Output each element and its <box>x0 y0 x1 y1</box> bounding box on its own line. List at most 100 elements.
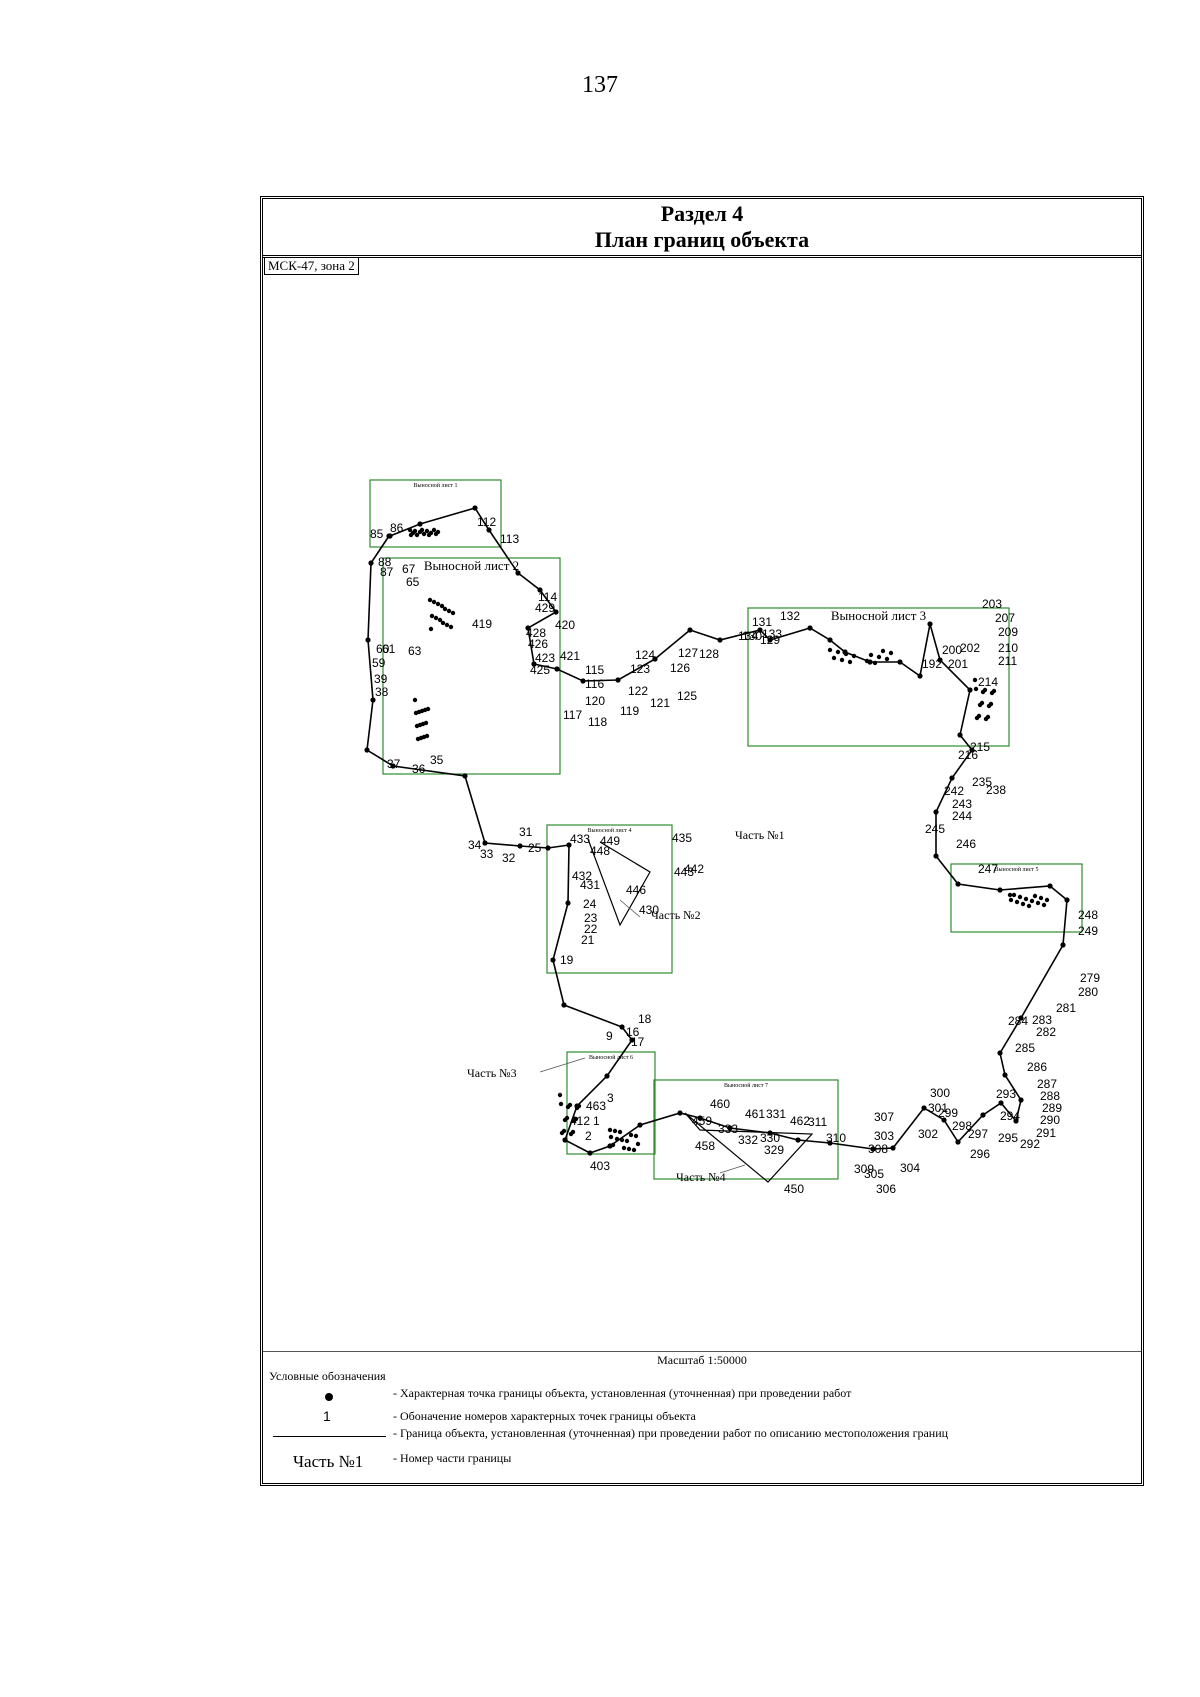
inset-frame <box>747 607 1010 747</box>
point-label: 203 <box>982 597 1002 611</box>
inset-label: Выносной лист 1 <box>414 482 458 489</box>
boundary-point <box>608 1134 614 1140</box>
boundary-point <box>1026 903 1032 909</box>
point-label: 207 <box>995 611 1015 625</box>
inset-label: Выносной лист 5 <box>995 866 1039 873</box>
point-label: 443 <box>674 865 694 879</box>
point-label: 88 <box>378 555 392 569</box>
boundary-point <box>933 853 939 859</box>
boundary-point <box>1014 899 1020 905</box>
point-label: 248 <box>1078 908 1098 922</box>
point-label: 280 <box>1078 985 1098 999</box>
boundary-point <box>1023 896 1029 902</box>
boundary-point <box>839 657 845 663</box>
point-label: 298 <box>952 1119 972 1133</box>
point-label: 412 <box>570 1114 590 1128</box>
point-label: 293 <box>996 1087 1016 1101</box>
boundary-point <box>617 1129 623 1135</box>
point-label: 118 <box>588 715 607 729</box>
boundary-point <box>868 652 874 658</box>
point-label: 431 <box>580 878 600 892</box>
point-label: 242 <box>944 784 964 798</box>
point-label: 202 <box>960 641 980 655</box>
boundary-point <box>864 658 870 664</box>
point-label: 125 <box>677 689 697 703</box>
point-label: 60 <box>376 642 390 656</box>
boundary-point <box>562 1137 568 1143</box>
boundary-point <box>537 587 543 593</box>
boundary-part-1 <box>366 507 1068 1154</box>
boundary-point <box>967 687 973 693</box>
part-label: Часть №4 <box>676 1170 726 1184</box>
boundary-point <box>843 651 849 657</box>
boundary-point <box>550 957 556 963</box>
point-label: 121 <box>650 696 670 710</box>
point-label: 3 <box>607 1091 614 1105</box>
boundary-point <box>619 1024 625 1030</box>
boundary-point <box>570 1129 576 1135</box>
boundary-point <box>1032 893 1038 899</box>
boundary-point <box>890 1145 896 1151</box>
point-label: 65 <box>406 575 420 589</box>
point-number-sample: 1 <box>323 1408 331 1424</box>
inset-frame <box>369 479 502 548</box>
boundary-point <box>807 625 813 631</box>
boundary-point <box>1044 897 1050 903</box>
boundary-point <box>921 1105 927 1111</box>
point-label: 113 <box>500 532 519 546</box>
boundary-point <box>876 654 882 660</box>
point-label: 460 <box>710 1097 730 1111</box>
point-label: 421 <box>560 649 580 663</box>
point-label: 304 <box>900 1161 920 1175</box>
boundary-points <box>364 505 1070 1156</box>
point-label: 235 <box>972 775 992 789</box>
boundary-point <box>439 603 445 609</box>
boundary-point <box>450 610 456 616</box>
boundary-line-symbol <box>273 1436 386 1437</box>
point-label: 442 <box>684 862 704 876</box>
boundary-point <box>604 1073 610 1079</box>
boundary-point <box>1007 892 1013 898</box>
legend-separator <box>263 1351 1141 1352</box>
boundary-point <box>677 1110 683 1116</box>
boundary-point <box>1020 901 1026 907</box>
section-header: Раздел 4 План границ объекта <box>263 199 1141 258</box>
boundary-point <box>624 1138 630 1144</box>
point-label: 209 <box>998 625 1018 639</box>
point-label: 296 <box>970 1147 990 1161</box>
point-label: 238 <box>986 783 1006 797</box>
point-label: 32 <box>502 851 516 865</box>
boundary-point <box>423 720 429 726</box>
point-label: 216 <box>958 748 978 762</box>
point-label: 247 <box>978 862 998 876</box>
point-label: 420 <box>555 618 575 632</box>
point-label: 131 <box>752 615 772 629</box>
point-label: 214 <box>978 675 998 689</box>
point-label: 124 <box>635 648 655 662</box>
boundary-point <box>831 655 837 661</box>
point-label: 87 <box>380 565 394 579</box>
boundary-point <box>364 747 370 753</box>
boundary-point <box>525 625 531 631</box>
boundary-point <box>417 529 423 535</box>
boundary-point <box>980 1112 986 1118</box>
boundary-point <box>917 673 923 679</box>
point-label: 446 <box>626 883 646 897</box>
point-label: 288 <box>1040 1089 1060 1103</box>
point-label: 302 <box>918 1127 938 1141</box>
boundary-point <box>517 843 523 849</box>
boundary-point <box>421 531 427 537</box>
boundary-point <box>717 637 723 643</box>
boundary-point <box>1047 883 1053 889</box>
point-label: 305 <box>864 1167 884 1181</box>
boundary-point <box>626 1146 632 1152</box>
boundary-point <box>429 613 435 619</box>
point-label: 210 <box>998 641 1018 655</box>
point-label: 246 <box>956 837 976 851</box>
boundary-point <box>387 533 393 539</box>
legend-item-point: - Характерная точка границы объекта, уст… <box>393 1386 852 1400</box>
inset-frame <box>382 557 561 775</box>
point-label: 115 <box>585 663 604 677</box>
boundary-part-4 <box>684 1112 814 1183</box>
boundary-point <box>637 1122 643 1128</box>
